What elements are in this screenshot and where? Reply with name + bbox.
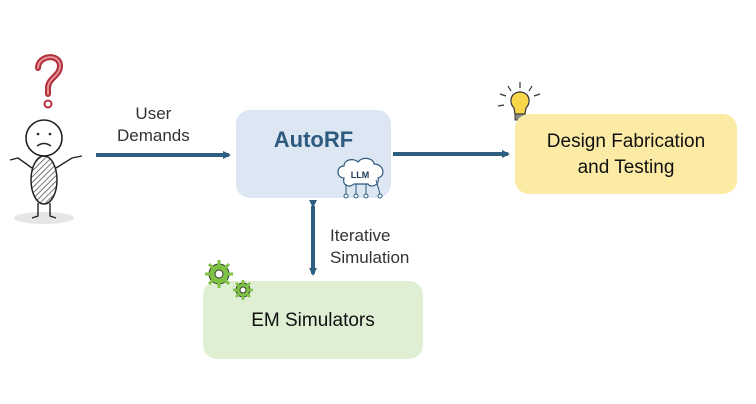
user-demands-line1: User: [135, 104, 172, 123]
llm-label: LLM: [351, 170, 370, 180]
fabrication-line2: and Testing: [577, 157, 675, 178]
confused-person-icon: [9, 54, 83, 224]
fabrication-label: Design Fabrication and Testing: [515, 129, 737, 181]
fabrication-node: Design Fabrication and Testing: [515, 114, 737, 194]
fabrication-line1: Design Fabrication: [546, 131, 706, 152]
lightbulb-icon: [497, 82, 541, 121]
user-demands-line2: Demands: [117, 126, 190, 145]
gears-icon: [205, 260, 253, 300]
iterative-simulation-label: Iterative Simulation: [330, 225, 409, 269]
llm-brain-icon: LLM: [337, 157, 384, 199]
question-mark-icon: [35, 54, 64, 109]
autorf-node: AutoRF LLM: [236, 110, 391, 199]
user-demands-label: User Demands: [117, 103, 190, 147]
iterative-line1: Iterative: [330, 226, 391, 245]
em-simulators-label: EM Simulators: [251, 310, 375, 331]
autorf-title: AutoRF: [273, 127, 354, 152]
iterative-line2: Simulation: [330, 248, 410, 267]
